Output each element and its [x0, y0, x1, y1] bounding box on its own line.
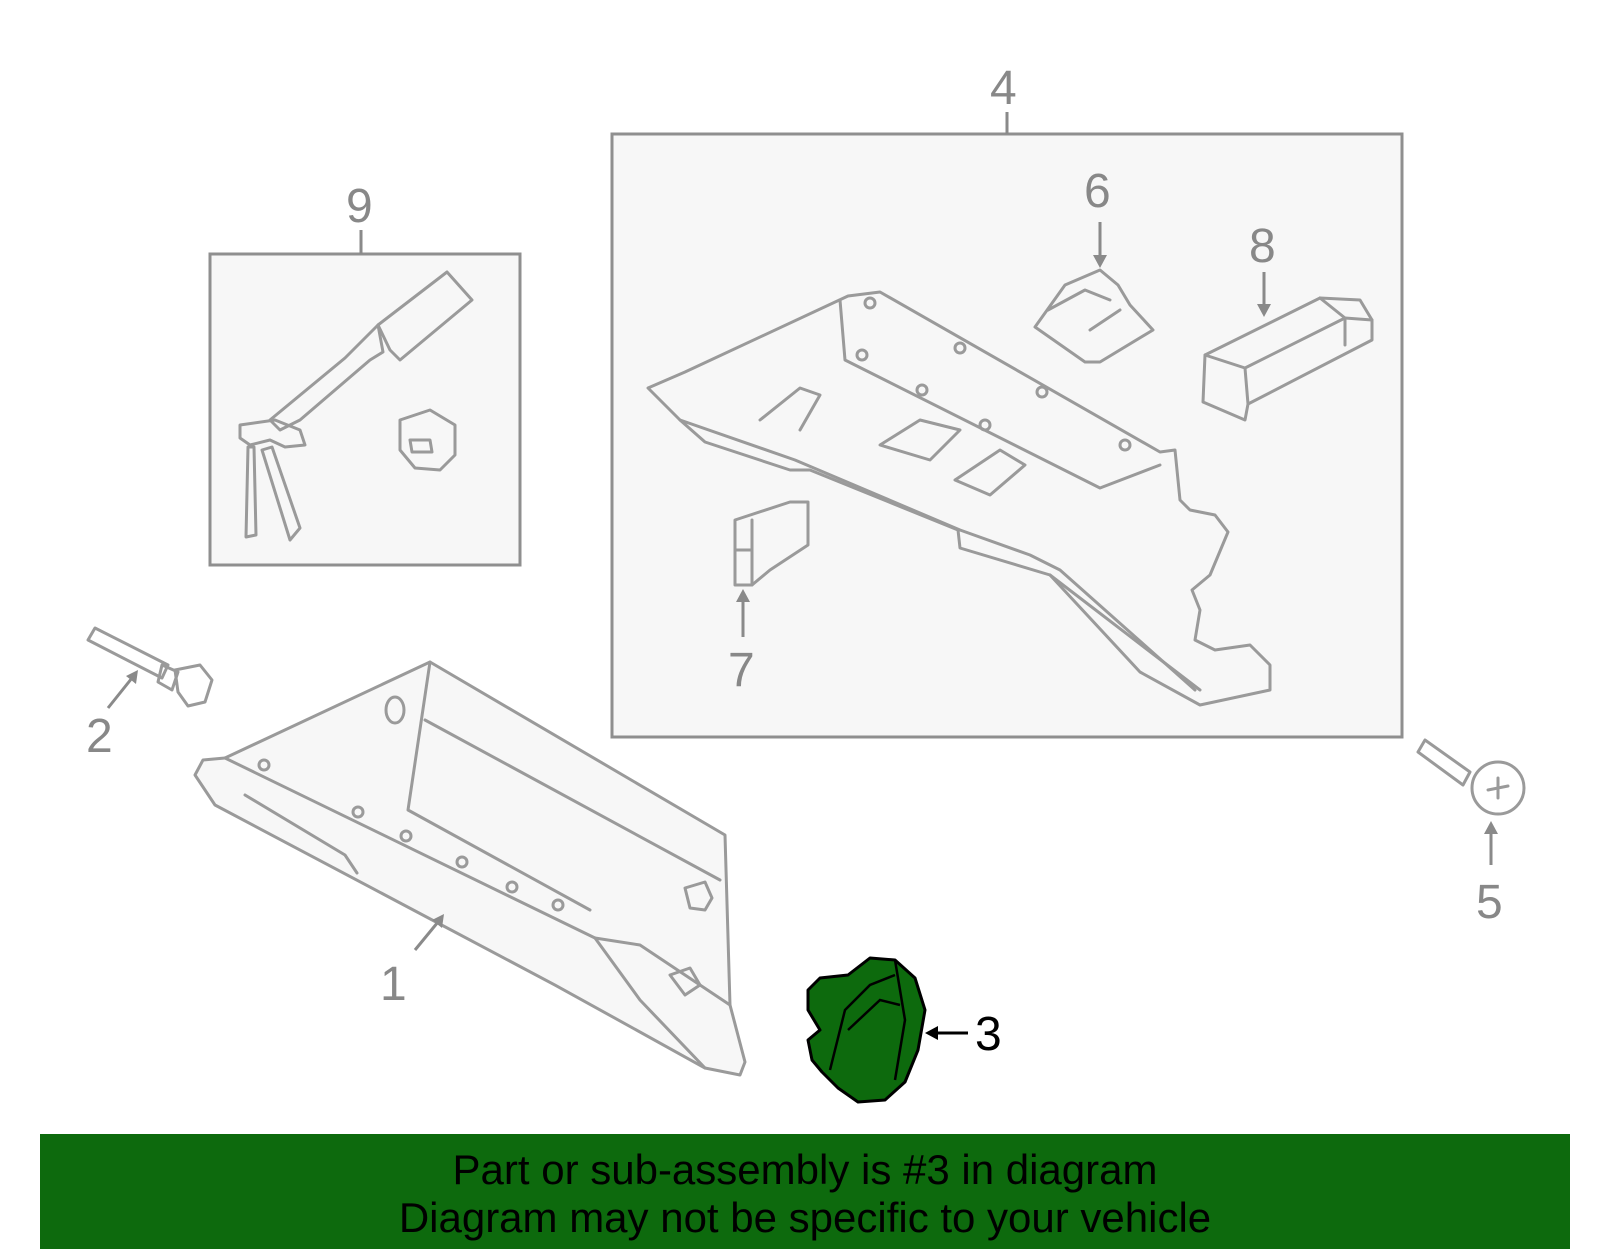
part-3-bumper-highlighted[interactable] — [806, 956, 927, 1104]
part-4-door-assembly[interactable] — [646, 290, 1272, 707]
part-2-bolt[interactable] — [86, 626, 214, 708]
info-banner: Part or sub-assembly is #3 in diagram Di… — [40, 1134, 1570, 1249]
callout-8[interactable]: 8 — [1249, 220, 1276, 273]
callout-7[interactable]: 7 — [728, 644, 755, 697]
banner-line-1: Part or sub-assembly is #3 in diagram — [452, 1146, 1158, 1193]
callout-9[interactable]: 9 — [346, 180, 373, 233]
callout-3-arrow — [925, 1026, 938, 1040]
callout-3[interactable]: 3 — [975, 1008, 1002, 1061]
part-9-group-box — [208, 252, 522, 567]
part-6-latch[interactable] — [1033, 268, 1155, 364]
callout-5-arrow — [1484, 821, 1498, 834]
banner-line-2: Diagram may not be specific to your vehi… — [398, 1194, 1212, 1241]
part-5-screw[interactable] — [1416, 738, 1526, 816]
part-7-bracket[interactable] — [733, 500, 810, 587]
callout-2[interactable]: 2 — [86, 710, 113, 763]
callout-2-arrow — [126, 670, 138, 684]
callout-8-arrow — [1257, 304, 1271, 317]
callout-2-leader — [106, 677, 134, 709]
part-8-switch[interactable] — [1201, 296, 1374, 422]
callout-5[interactable]: 5 — [1476, 876, 1503, 929]
callout-7-arrow — [736, 589, 750, 602]
part-9-lock-key[interactable] — [238, 270, 474, 542]
callout-1-arrow — [432, 914, 444, 928]
callout-4[interactable]: 4 — [990, 62, 1017, 115]
callout-1-leader — [413, 921, 440, 951]
callout-6[interactable]: 6 — [1084, 165, 1111, 218]
callout-6-arrow — [1093, 255, 1107, 268]
callout-1[interactable]: 1 — [380, 958, 407, 1011]
part-1-glove-box-bin[interactable] — [193, 660, 747, 1077]
